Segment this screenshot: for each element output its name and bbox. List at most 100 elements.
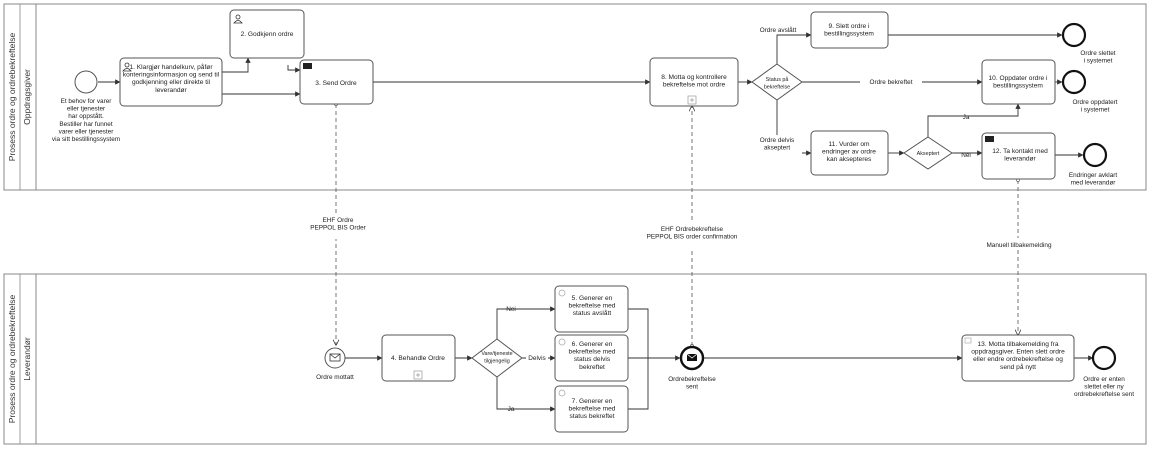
task-3-label: 3. Send Ordre — [315, 80, 357, 87]
task-2[interactable]: 2. Godkjenn ordre — [229, 9, 305, 59]
text-line: Bestiller har funnet — [59, 121, 113, 128]
text-line: Ordre avslått — [760, 26, 797, 34]
text-line: i systemet — [1084, 58, 1113, 65]
flow-label-nei-bottom: Nei — [506, 306, 516, 313]
text-line: kan aksepteres — [827, 156, 872, 163]
envelope-filled-icon — [686, 353, 698, 361]
text-line: status bekreftet — [569, 413, 614, 420]
text-line: 9. Slett ordre i — [828, 23, 870, 30]
text-line: 12. Ta kontakt med — [992, 148, 1048, 155]
lane-title-top: Oppdragsgiver — [22, 69, 32, 125]
text-line: Ja — [963, 114, 970, 121]
text-line: akseptert — [764, 145, 791, 152]
text-line: PEPPOL BIS Order — [310, 225, 366, 232]
text-line: godkjenning eller direkte til — [132, 79, 211, 86]
text-line: bestillingssystem — [993, 83, 1043, 90]
manual-task-icon — [964, 337, 972, 344]
text-line: slettet eller ny — [1084, 384, 1124, 391]
text-line: bekreftet — [579, 364, 605, 371]
text-line: status delvis — [574, 356, 611, 363]
task-3[interactable]: 3. Send Ordre — [299, 59, 374, 105]
text-line: Manuell tilbakemelding — [986, 242, 1051, 249]
text-line: bekreftelse med — [569, 349, 616, 356]
text-line: status avslått — [573, 309, 612, 317]
text-line: i systemet — [1081, 107, 1110, 114]
text-line: Nei — [961, 152, 971, 159]
text-line: 8. Motta og kontrollere — [661, 74, 727, 81]
text-line: Ordre mottatt — [316, 374, 354, 381]
text-line: varer eller tjenester — [59, 128, 115, 135]
text-line: EHF Ordre — [323, 217, 354, 224]
text-line: 2. Godkjenn ordre — [241, 31, 294, 38]
text-line: Ordrebekreftelse — [668, 376, 716, 383]
text-line: 5. Generer en — [572, 295, 613, 302]
send-message-icon — [303, 63, 312, 69]
flow-label-nei-top: Nei — [961, 152, 971, 159]
text-line: Delvis — [528, 355, 545, 362]
text-line: konteringsinformasjon og send til — [123, 72, 220, 79]
flow-label-bg — [860, 77, 922, 87]
message-manuell: Manuell tilbakemelding — [986, 242, 1051, 249]
text-line: bestillingssystem — [824, 31, 874, 38]
flow-label-bekreftet: Ordre bekreftet — [870, 79, 913, 86]
send-message-icon — [985, 136, 994, 142]
text-line: eller endre ordrebekreftelse og — [973, 356, 1063, 363]
text-line: 4. Behandle Ordre — [391, 355, 445, 362]
gateway-vare-label: Vare/tjeneste tilgjengelig — [481, 351, 512, 365]
pool-title-top: Prosess ordre og ordrebekreftelse — [7, 32, 17, 161]
text-line: tilgjengelig — [484, 359, 509, 365]
msg-label-bg-1 — [300, 213, 376, 239]
text-line: 1. Klargjør handelkurv, påfør — [129, 63, 213, 71]
task-4[interactable]: 4. Behandle Ordre — [381, 334, 456, 382]
gateway-akseptert[interactable]: Akseptert — [903, 136, 953, 170]
envelope-icon — [329, 353, 341, 362]
text-line: 6. Generer en — [572, 341, 613, 348]
task-4-label: 4. Behandle Ordre — [391, 355, 445, 362]
text-line: 7. Generer en — [572, 398, 613, 405]
gateway-vare[interactable]: Vare/tjeneste tilgjengelig — [471, 338, 523, 378]
text-line: 3. Send Ordre — [315, 80, 357, 87]
flow-label-ja-top: Ja — [963, 114, 970, 121]
text-line: oppdragsgiver. Enten slett ordre — [971, 349, 1065, 356]
gateway-akseptert-label: Akseptert — [917, 151, 940, 157]
text-line: via sitt bestillingssystem — [52, 136, 120, 143]
flow-label-bg — [526, 353, 548, 363]
text-line: sent — [686, 384, 698, 391]
text-line: Ordre er enten — [1083, 376, 1125, 383]
user-icon — [122, 62, 132, 72]
text-line: eller tjenester — [67, 106, 106, 113]
text-line: bekreftelse med — [569, 303, 616, 310]
text-line: Ordre bekreftet — [870, 79, 913, 86]
text-line: Vare/tjeneste — [481, 351, 512, 357]
text-line: har oppstått. — [68, 112, 104, 120]
text-line: Et behov for varer — [61, 98, 113, 105]
